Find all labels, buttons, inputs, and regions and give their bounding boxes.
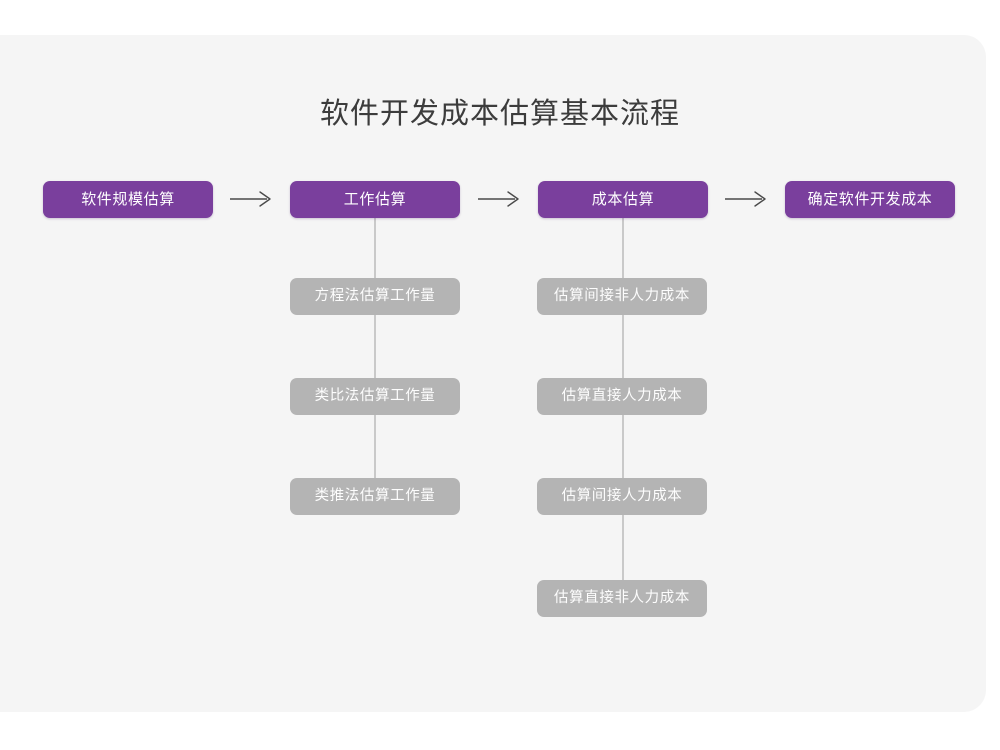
node-step-3[interactable]: 成本估算 — [538, 181, 708, 218]
node-branch2-item-4[interactable]: 估算直接非人力成本 — [537, 580, 707, 617]
connector-step3-to-branch2-item1 — [622, 218, 624, 278]
connector-branch1-item2-to-item3 — [374, 415, 376, 478]
node-branch1-item-1[interactable]: 方程法估算工作量 — [290, 278, 460, 315]
connector-branch2-item3-to-item4 — [622, 515, 624, 580]
arrow-step1-to-step2-icon — [229, 188, 275, 210]
node-branch2-item-3[interactable]: 估算间接人力成本 — [537, 478, 707, 515]
connector-branch2-item2-to-item3 — [622, 415, 624, 478]
node-branch1-item-3[interactable]: 类推法估算工作量 — [290, 478, 460, 515]
node-step-2[interactable]: 工作估算 — [290, 181, 460, 218]
node-branch2-item-2[interactable]: 估算直接人力成本 — [537, 378, 707, 415]
node-step-1[interactable]: 软件规模估算 — [43, 181, 213, 218]
page-title: 软件开发成本估算基本流程 — [319, 98, 680, 130]
node-branch1-item-2[interactable]: 类比法估算工作量 — [290, 378, 460, 415]
diagram-panel — [0, 35, 986, 712]
node-branch2-item-1[interactable]: 估算间接非人力成本 — [537, 278, 707, 315]
connector-branch2-item1-to-item2 — [622, 315, 624, 378]
arrow-step3-to-step4-icon — [724, 188, 770, 210]
connector-branch1-item1-to-item2 — [374, 315, 376, 378]
arrow-step2-to-step3-icon — [477, 188, 523, 210]
node-step-4[interactable]: 确定软件开发成本 — [785, 181, 955, 218]
connector-step2-to-branch1-item1 — [374, 218, 376, 278]
